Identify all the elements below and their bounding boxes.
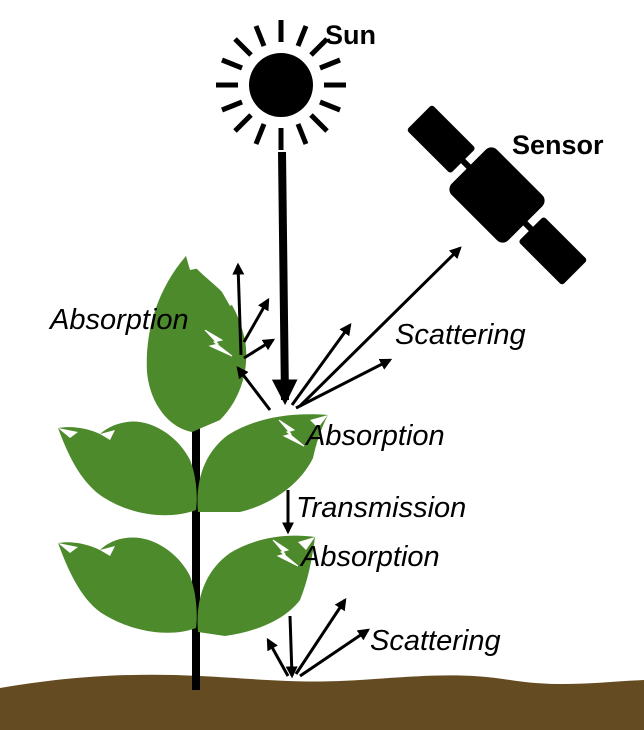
incoming-light-arrow — [271, 151, 298, 406]
sun-label: Sun — [325, 20, 376, 50]
absorption-label-middle: Absorption — [306, 420, 445, 452]
lightning-icon — [272, 539, 299, 567]
scatter-arrow — [295, 358, 393, 410]
leaf-lower-left — [58, 537, 197, 633]
scattering-label-top: Scattering — [395, 319, 526, 351]
scatter-arrow — [299, 628, 370, 678]
leaf-serrations — [58, 256, 328, 556]
soil — [0, 674, 644, 730]
scatter-arrow — [294, 597, 347, 675]
lightning-icon — [278, 419, 305, 447]
radiation-arrows — [232, 151, 462, 679]
sensor-label: Sensor — [512, 130, 604, 160]
leaf-top — [146, 256, 247, 432]
transmission-arrow — [285, 615, 298, 679]
satellite-sensor-icon — [407, 105, 587, 285]
plant-leaves — [58, 256, 328, 636]
scatter-arrow — [232, 262, 245, 356]
scatter-arrow — [266, 637, 290, 677]
absorption-marks — [204, 329, 305, 567]
absorption-label-top: Absorption — [50, 304, 189, 336]
lightning-icon — [204, 329, 233, 357]
reflection-to-sensor-arrow — [298, 246, 462, 408]
scatter-arrow — [243, 338, 276, 360]
scatter-arrow — [242, 297, 270, 343]
scatter-arrow — [290, 323, 352, 406]
absorption-label-lower: Absorption — [301, 541, 440, 573]
scattering-label-bottom: Scattering — [370, 625, 501, 657]
leaf-middle-left — [58, 421, 197, 516]
sun-icon — [216, 20, 346, 150]
transmission-label: Transmission — [296, 492, 467, 524]
scatter-arrow — [236, 366, 272, 411]
leaf-lower-right — [197, 535, 315, 636]
